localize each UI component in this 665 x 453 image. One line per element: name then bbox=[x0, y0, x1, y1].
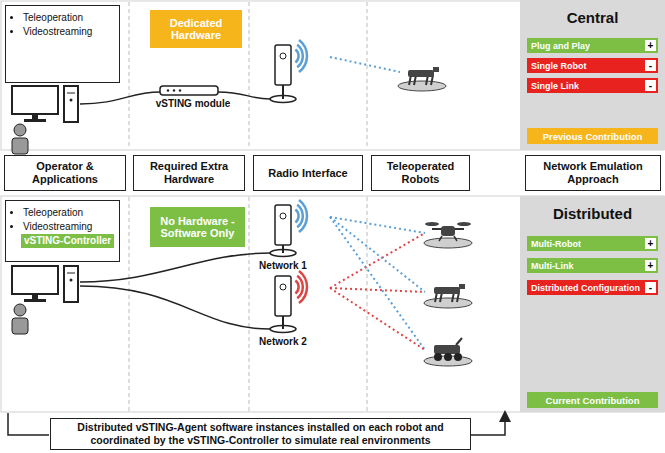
robot-dog-icon bbox=[398, 67, 446, 91]
bullet-list: TeleoperationVideostreamingvSTING-Contro… bbox=[10, 206, 114, 248]
con-bar: Distributed Configuration- bbox=[527, 280, 658, 295]
box-text: Operator & Applications bbox=[8, 160, 122, 186]
rating-badge: - bbox=[645, 282, 656, 293]
radio-link bbox=[330, 217, 425, 292]
software-box: No Hardware - Software Only bbox=[150, 207, 245, 247]
radio-link bbox=[330, 288, 425, 350]
box-text: Previous Contribution bbox=[543, 131, 643, 142]
box-text: No Hardware - Software Only bbox=[154, 215, 241, 239]
box-text: Teleoperated Robots bbox=[375, 160, 466, 186]
box-text: Required Extra Hardware bbox=[137, 160, 241, 186]
radio-link bbox=[330, 288, 425, 292]
box-text: Single Link bbox=[531, 81, 579, 91]
column-header: Network Emulation Approach bbox=[525, 155, 661, 191]
radio-link bbox=[330, 57, 400, 72]
hardware-box: Dedicated Hardware bbox=[150, 10, 242, 48]
radio-link bbox=[330, 217, 425, 233]
device-label: Network 1 bbox=[243, 260, 323, 271]
drone-icon bbox=[424, 222, 472, 248]
bullet-item: Teleoperation bbox=[23, 11, 92, 25]
antenna-icon bbox=[270, 200, 307, 257]
bullet-item: Videostreaming bbox=[23, 220, 114, 234]
contribution-tag: Previous Contribution bbox=[527, 128, 658, 144]
box-text: Multi-Robot bbox=[531, 239, 581, 249]
box-text: Radio Interface bbox=[268, 167, 347, 180]
cable bbox=[218, 92, 270, 99]
pro-bar: Plug and Play + bbox=[527, 38, 658, 53]
radio-link bbox=[330, 217, 425, 350]
con-bar: Single Link - bbox=[527, 78, 658, 93]
screen-box: TeleoperationVideostreaming bbox=[5, 5, 120, 83]
box-text: Dedicated Hardware bbox=[154, 17, 238, 41]
pro-bar: Multi-Link + bbox=[527, 258, 658, 273]
contribution-tag: Current Contribution bbox=[527, 392, 658, 408]
box-text: Single Robot bbox=[531, 61, 587, 71]
cable bbox=[80, 286, 270, 329]
robot-dog-icon bbox=[424, 284, 472, 308]
rating-badge: + bbox=[645, 238, 656, 249]
cable bbox=[80, 92, 160, 104]
column-header: Radio Interface bbox=[253, 155, 363, 191]
box-text: Distributed Configuration bbox=[531, 283, 640, 293]
pro-bar: Multi-Robot + bbox=[527, 236, 658, 251]
antenna-icon bbox=[270, 40, 307, 103]
box-text: Distributed bbox=[553, 205, 632, 222]
column-header: Required Extra Hardware bbox=[133, 155, 245, 191]
bullet-list: TeleoperationVideostreaming bbox=[10, 11, 92, 39]
bullet-item: Videostreaming bbox=[23, 25, 92, 39]
box-text: Multi-Link bbox=[531, 261, 574, 271]
column-header: Teleoperated Robots bbox=[371, 155, 470, 191]
rover-icon bbox=[424, 338, 472, 366]
computer-icon bbox=[12, 266, 78, 334]
bullet-item: Teleoperation bbox=[23, 206, 114, 220]
rating-badge: - bbox=[645, 80, 656, 91]
rating-badge: - bbox=[645, 60, 656, 71]
column-header: Operator & Applications bbox=[4, 155, 126, 191]
vsting-module-icon bbox=[160, 86, 218, 95]
box-text: Distributed vSTING-Agent software instan… bbox=[59, 421, 462, 447]
con-bar: Single Robot - bbox=[527, 58, 658, 73]
screen-box: TeleoperationVideostreamingvSTING-Contro… bbox=[5, 200, 120, 262]
note-box: Distributed vSTING-Agent software instan… bbox=[50, 418, 471, 450]
bullet-item: vSTING-Controller bbox=[21, 234, 114, 248]
rating-badge: + bbox=[645, 260, 656, 271]
approach-panel: CentralPlug and Play+Single Robot-Single… bbox=[520, 0, 665, 150]
antenna-icon bbox=[270, 271, 307, 333]
box-text: Current Contribution bbox=[546, 395, 640, 406]
box-text: Network Emulation Approach bbox=[529, 160, 657, 186]
device-label: Network 2 bbox=[243, 336, 323, 347]
box-text: Plug and Play bbox=[531, 41, 590, 51]
radio-link bbox=[330, 233, 425, 288]
computer-icon bbox=[12, 86, 78, 154]
approach-panel: DistributedMulti-Robot + Multi-Link + Distri… bbox=[520, 196, 665, 412]
rating-badge: + bbox=[645, 40, 656, 51]
box-text: Central bbox=[567, 9, 619, 26]
device-label: vSTING module bbox=[155, 98, 231, 109]
